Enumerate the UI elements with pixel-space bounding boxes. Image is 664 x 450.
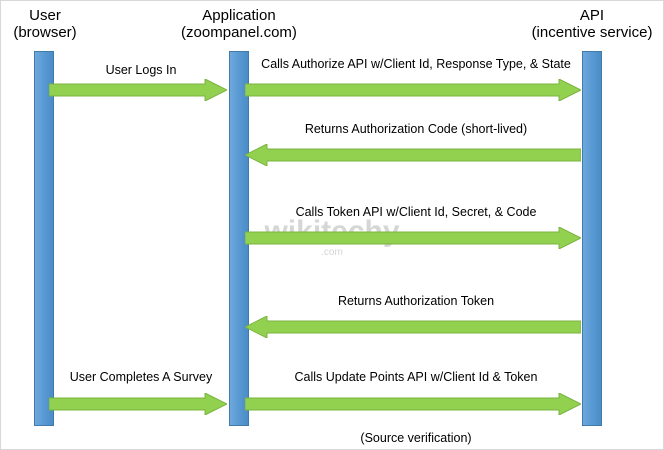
message-arrow-calls-update-points-api <box>245 393 581 415</box>
footnote-source-verification: (Source verification) <box>360 431 472 445</box>
lifeline-api <box>582 51 602 426</box>
column-header-user: User (browser) <box>1 7 89 42</box>
column-subtitle-application: (zoompanel.com) <box>181 24 297 42</box>
column-header-api: API (incentive service) <box>502 7 663 42</box>
message-arrow-calls-authorize-api <box>245 79 581 101</box>
message-arrow-returns-authorization-token <box>245 316 581 338</box>
message-arrow-calls-token-api <box>245 227 581 249</box>
column-subtitle-api: (incentive service) <box>531 24 653 42</box>
watermark-subtext: .com <box>321 247 343 258</box>
message-arrow-returns-authorization-code <box>245 144 581 166</box>
column-title-api: API <box>579 7 605 24</box>
message-label-user-completes-a-survey: User Completes A Survey <box>69 370 213 384</box>
column-subtitle-user: (browser) <box>13 24 77 42</box>
column-title-application: Application <box>202 7 276 24</box>
message-label-calls-authorize-api: Calls Authorize API w/Client Id, Respons… <box>261 57 571 71</box>
column-title-user: User <box>29 7 61 24</box>
message-label-returns-authorization-code: Returns Authorization Code (short-lived) <box>304 122 528 136</box>
column-header-application: Application (zoompanel.com) <box>149 7 329 42</box>
lifeline-user <box>34 51 54 426</box>
message-arrow-user-logs-in <box>49 79 227 101</box>
message-arrow-user-completes-a-survey <box>49 393 227 415</box>
message-label-user-logs-in: User Logs In <box>105 63 177 77</box>
message-label-returns-authorization-token: Returns Authorization Token <box>337 294 495 308</box>
message-label-calls-update-points-api: Calls Update Points API w/Client Id & To… <box>294 370 538 384</box>
lifeline-application <box>229 51 249 426</box>
message-label-calls-token-api: Calls Token API w/Client Id, Secret, & C… <box>295 205 537 219</box>
